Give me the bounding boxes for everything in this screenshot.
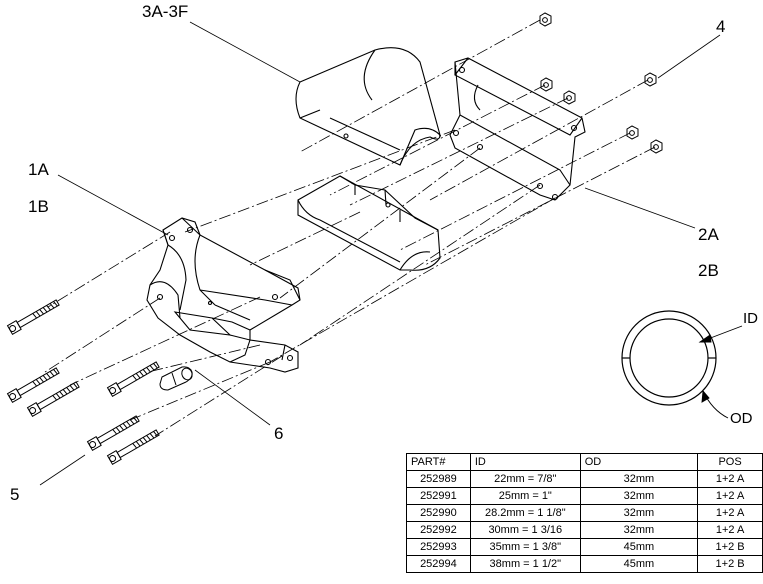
- nuts-4: [539, 12, 663, 154]
- cell-part: 252991: [406, 487, 471, 505]
- table-row: 252993 35mm = 1 3/8" 45mm 1+2 B: [406, 538, 763, 556]
- table-row: 252992 30mm = 1 3/16 32mm 1+2 A: [406, 521, 763, 539]
- col-header-pos: POS: [697, 453, 763, 471]
- assembly-center-lines: [44, 19, 656, 437]
- cell-od: 32mm: [579, 504, 699, 522]
- callout-1b: 1B: [28, 197, 49, 216]
- shell-sleeve-3: [295, 47, 442, 166]
- shell-sleeve-lower: [297, 175, 441, 271]
- cell-pos: 1+2 A: [697, 504, 763, 522]
- parts-table: PART# ID OD POS 252989 22mm = 7/8" 32mm …: [406, 453, 763, 573]
- cell-id: 38mm = 1 1/2": [469, 555, 581, 573]
- clamp-cap-2: [449, 57, 586, 201]
- table-row: 252989 22mm = 7/8" 32mm 1+2 A: [406, 470, 763, 488]
- callout-4: 4: [716, 17, 726, 36]
- cell-pos: 1+2 A: [697, 470, 763, 488]
- callout-5: 5: [10, 485, 20, 504]
- cell-part: 252993: [406, 538, 471, 556]
- table-row: 252990 28.2mm = 1 1/8" 32mm 1+2 A: [406, 504, 763, 522]
- id-od-ring: [621, 310, 717, 406]
- cell-od: 45mm: [579, 538, 699, 556]
- table-row: 252991 25mm = 1" 32mm 1+2 A: [406, 487, 763, 505]
- callout-1a: 1A: [28, 160, 49, 179]
- id-leader: [698, 325, 743, 343]
- callout-3a-3f: 3A-3F: [142, 2, 189, 21]
- cell-pos: 1+2 B: [697, 555, 763, 573]
- cell-id: 28.2mm = 1 1/8": [469, 504, 581, 522]
- col-header-part: PART#: [406, 453, 471, 471]
- clamp-body-1: [146, 217, 301, 373]
- cell-od: 32mm: [579, 521, 699, 539]
- table-row: 252994 38mm = 1 1/2" 45mm 1+2 B: [406, 555, 763, 573]
- cell-part: 252994: [406, 555, 471, 573]
- od-leader: [701, 389, 729, 419]
- cell-pos: 1+2 B: [697, 538, 763, 556]
- col-header-od: OD: [579, 453, 699, 471]
- cell-id: 25mm = 1": [469, 487, 581, 505]
- cell-id: 35mm = 1 3/8": [469, 538, 581, 556]
- callout-2a: 2A: [698, 225, 719, 244]
- parts-table-header: PART# ID OD POS: [406, 453, 763, 471]
- leader-lines: [39, 21, 721, 486]
- cell-id: 30mm = 1 3/16: [469, 521, 581, 539]
- bolts-5: [6, 299, 160, 466]
- cell-part: 252989: [406, 470, 471, 488]
- id-label: ID: [743, 310, 758, 327]
- callout-6: 6: [274, 424, 284, 443]
- cell-od: 32mm: [579, 487, 699, 505]
- cell-part: 252990: [406, 504, 471, 522]
- cell-pos: 1+2 A: [697, 521, 763, 539]
- pin-6: [159, 366, 193, 391]
- callout-2b: 2B: [698, 261, 719, 280]
- cell-od: 32mm: [579, 470, 699, 488]
- od-label: OD: [730, 410, 753, 427]
- cell-pos: 1+2 A: [697, 487, 763, 505]
- col-header-id: ID: [469, 453, 581, 471]
- cell-od: 45mm: [579, 555, 699, 573]
- cell-part: 252992: [406, 521, 471, 539]
- cell-id: 22mm = 7/8": [469, 470, 581, 488]
